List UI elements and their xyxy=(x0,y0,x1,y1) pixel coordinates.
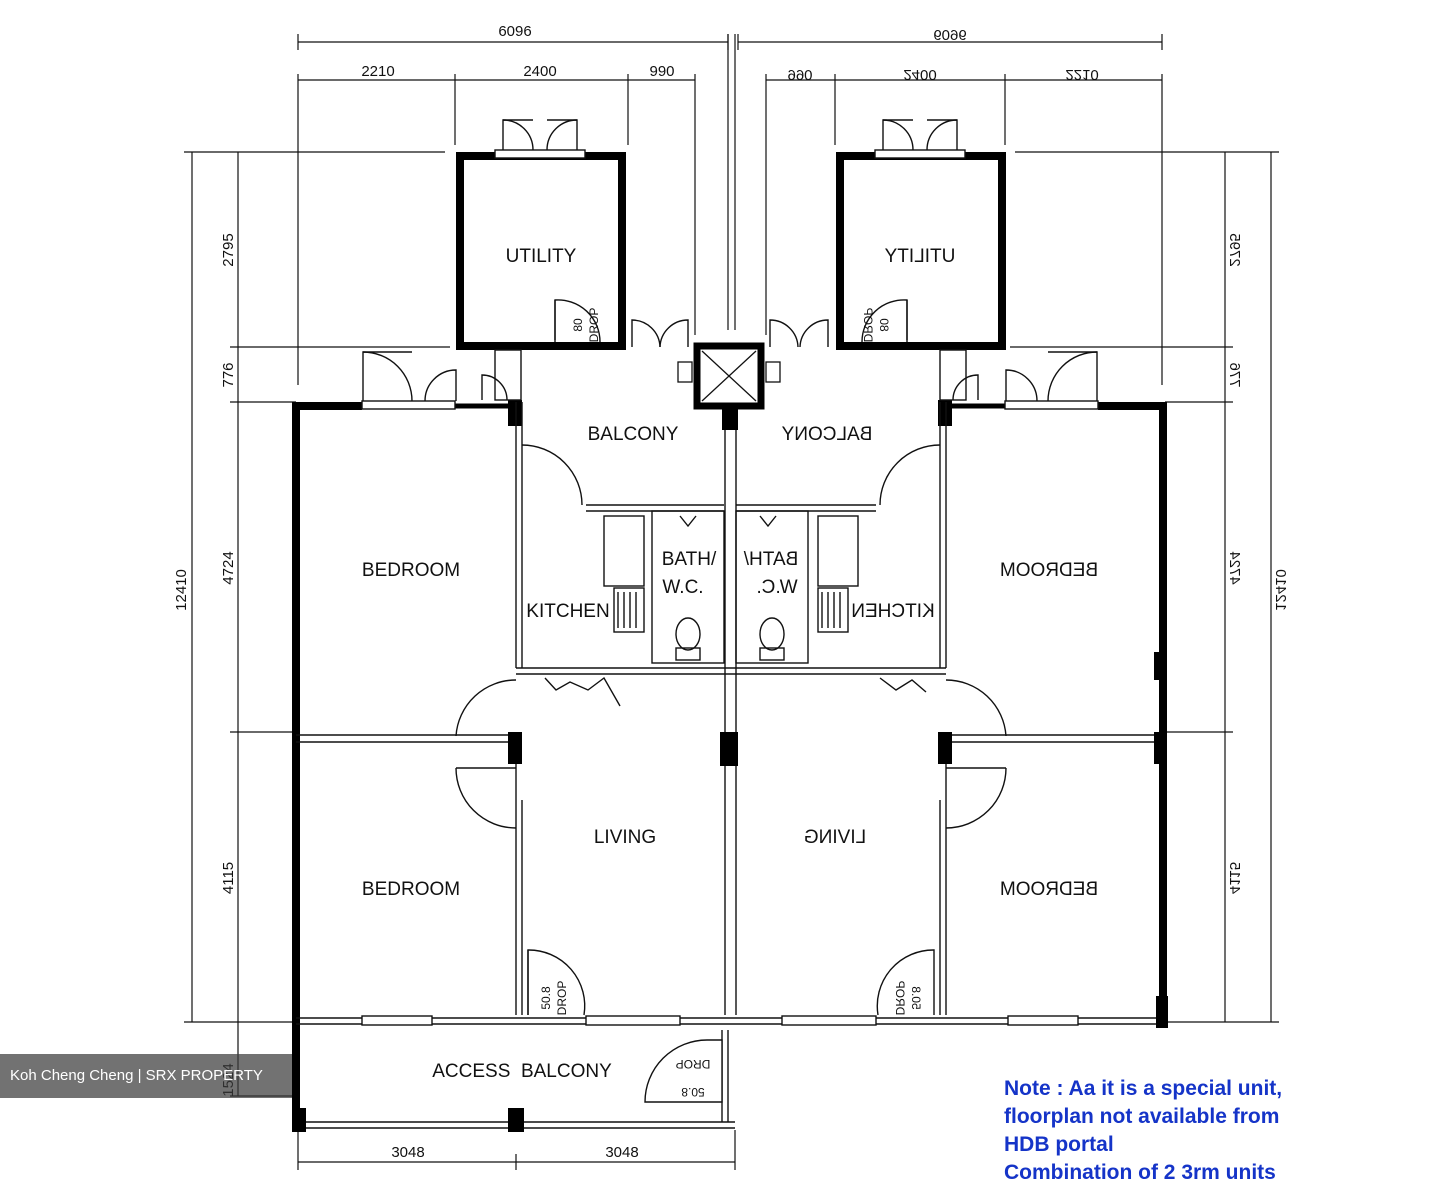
label-utility-right: UTILITY xyxy=(884,246,955,267)
dimension-labels: 6096 6096 2210 2400 990 990 2400 2210 27… xyxy=(173,23,1289,1161)
dim-left-3: 4724 xyxy=(220,551,237,584)
drop-living-right-word: DROP xyxy=(893,981,907,1016)
dim-right-total: 12410 xyxy=(1272,569,1289,611)
note-line-2: floorplan not available from xyxy=(1004,1105,1280,1128)
note-line-3: HDB portal xyxy=(1004,1133,1114,1156)
label-balcony-right: BALCONY xyxy=(781,424,872,445)
label-kitchen-left: KITCHEN xyxy=(526,601,609,622)
label-living-left: LIVING xyxy=(594,827,656,848)
dim-top-left-3: 990 xyxy=(649,63,674,80)
label-bath-right-2: W.C. xyxy=(756,577,797,598)
label-bedroom-2: BEDROOM xyxy=(1000,560,1098,581)
dim-left-total: 12410 xyxy=(173,569,190,611)
label-bedroom-1: BEDROOM xyxy=(362,560,460,581)
dim-bottom-2: 3048 xyxy=(605,1144,638,1161)
dim-top-left-2: 2400 xyxy=(523,63,556,80)
dim-right-1: 2795 xyxy=(1226,233,1243,266)
label-bath-right-1: BATH/ xyxy=(743,549,798,570)
label-utility-left: UTILITY xyxy=(506,246,577,267)
drop-living-left-num: 50.8 xyxy=(539,986,553,1010)
label-bedroom-4: BEDROOM xyxy=(1000,879,1098,900)
drop-access-word: DROP xyxy=(676,1057,711,1071)
dim-right-3: 4724 xyxy=(1226,551,1243,584)
drop-utility-left-word: DROP xyxy=(587,308,601,343)
label-bath-left-2: W.C. xyxy=(662,577,703,598)
label-access-balcony: ACCESS BALCONY xyxy=(432,1061,612,1082)
dim-right-2: 776 xyxy=(1226,362,1243,387)
drop-living-right-num: 50.8 xyxy=(909,986,923,1010)
drop-labels: 80 DROP 80 DROP 50.8 DROP 50.8 DROP 50.8… xyxy=(539,308,923,1099)
dim-top-total-left: 6096 xyxy=(498,23,531,40)
label-balcony-left: BALCONY xyxy=(588,424,679,445)
room-labels: UTILITY UTILITY BALCONY BALCONY BEDROOM … xyxy=(362,246,1098,1082)
dim-right-4: 4115 xyxy=(1226,862,1243,894)
dim-top-right-1: 990 xyxy=(787,66,812,83)
drop-utility-right-num: 80 xyxy=(877,318,891,332)
dim-left-1: 2795 xyxy=(220,233,237,266)
drop-living-left-word: DROP xyxy=(555,981,569,1016)
dim-top-total-right: 6096 xyxy=(933,26,966,43)
note-line-4: Combination of 2 3rm units xyxy=(1004,1161,1276,1184)
utility-windows xyxy=(494,119,966,159)
dim-top-right-3: 2210 xyxy=(1065,66,1098,83)
dim-bottom-1: 3048 xyxy=(391,1144,424,1161)
dim-top-left-1: 2210 xyxy=(361,63,394,80)
interior-walls xyxy=(296,402,1163,1129)
exterior-walls xyxy=(292,400,1167,1130)
central-shaft xyxy=(677,342,781,430)
columns xyxy=(292,732,1168,1132)
bedroom-windows-top xyxy=(361,349,1099,410)
dimension-lines xyxy=(184,34,1279,1170)
drop-utility-right-word: DROP xyxy=(861,308,875,343)
dim-left-4: 4115 xyxy=(220,862,237,894)
label-bath-left-1: BATH/ xyxy=(662,549,717,570)
label-kitchen-right: KITCHEN xyxy=(851,601,934,622)
note-line-1: Note : Aa it is a special unit, xyxy=(1004,1077,1283,1100)
special-unit-note: Note : Aa it is a special unit, floorpla… xyxy=(1004,1075,1424,1187)
label-bedroom-3: BEDROOM xyxy=(362,879,460,900)
dim-top-right-2: 2400 xyxy=(903,66,936,83)
watermark: Koh Cheng Cheng | SRX PROPERTY xyxy=(0,1054,292,1098)
label-living-right: LIVING xyxy=(804,827,866,848)
dim-left-2: 776 xyxy=(220,362,237,387)
drop-utility-left-num: 80 xyxy=(571,318,585,332)
utility-doors xyxy=(554,299,908,348)
drop-access-num: 50.8 xyxy=(681,1085,705,1099)
